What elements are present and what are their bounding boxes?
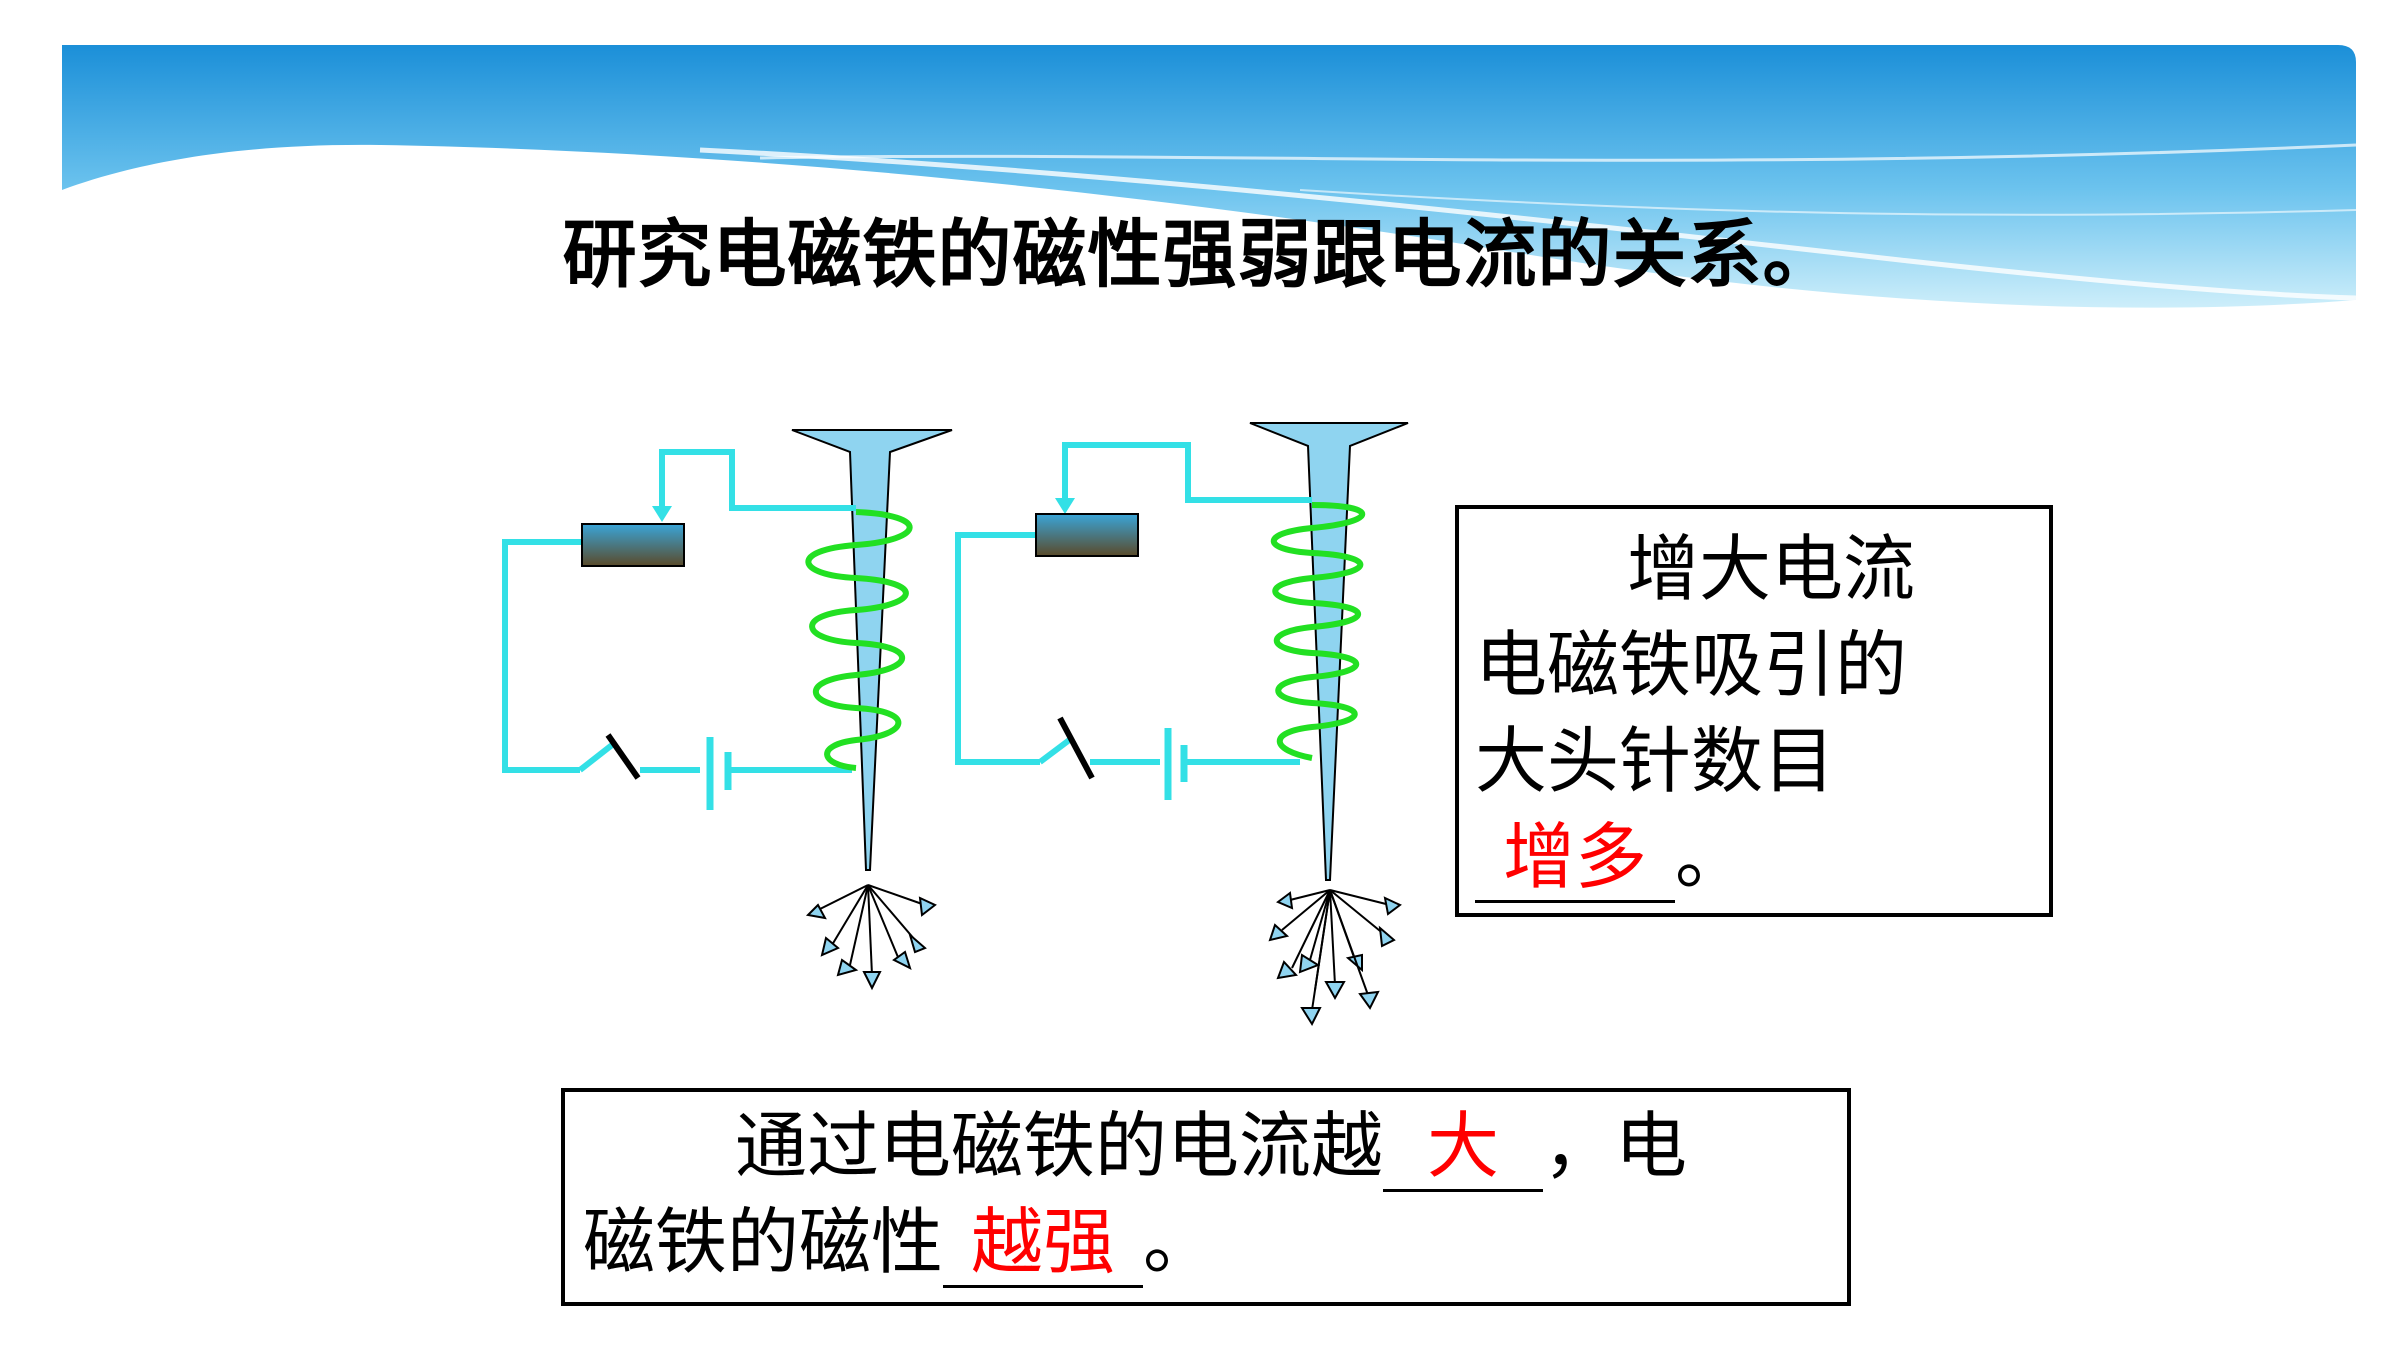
period-1: 。 (1675, 815, 1748, 899)
period-2: 。 (1143, 1200, 1216, 1284)
circuit-right (955, 422, 1409, 1027)
coil-left (805, 509, 913, 771)
observation-box: 增大电流 电磁铁吸引的 大头针数目 增多。 (1455, 505, 2053, 917)
arrow-right (1055, 498, 1075, 514)
page-title: 研究电磁铁的磁性强弱跟电流的关系。 (562, 212, 1838, 298)
answer-blank-larger: 大 (1383, 1103, 1544, 1192)
header-banner (62, 45, 2357, 308)
conclusion-part-3: 磁铁的磁性 (583, 1200, 944, 1284)
battery-left (581, 523, 685, 567)
observation-line-2: 电磁铁吸引的 (1475, 623, 1908, 707)
observation-line-1: 增大电流 (1627, 527, 1916, 611)
switch-left (578, 742, 614, 773)
coil-right (1270, 502, 1366, 761)
arrow-left (652, 506, 672, 522)
battery-right (1035, 513, 1139, 557)
wire-left-top (659, 449, 856, 511)
answer-blank-more: 增多 (1475, 814, 1675, 903)
observation-line-3: 大头针数目 (1475, 719, 1836, 803)
nail-left (791, 429, 953, 871)
switch-right (1038, 735, 1074, 765)
wire-right-top (1062, 442, 1312, 503)
circuit-left (502, 429, 953, 991)
wire-left-loop (502, 539, 582, 773)
conclusion-part-2: ，电 (1543, 1104, 1688, 1188)
answer-blank-stronger: 越强 (943, 1199, 1144, 1288)
conclusion-part-1: 通过电磁铁的电流越 (735, 1104, 1384, 1188)
pins-left (805, 884, 937, 991)
wire-right-loop (955, 532, 1040, 765)
pins-right (1268, 889, 1402, 1027)
conclusion-box: 通过电磁铁的电流越大，电 磁铁的磁性越强。 (561, 1088, 1851, 1306)
